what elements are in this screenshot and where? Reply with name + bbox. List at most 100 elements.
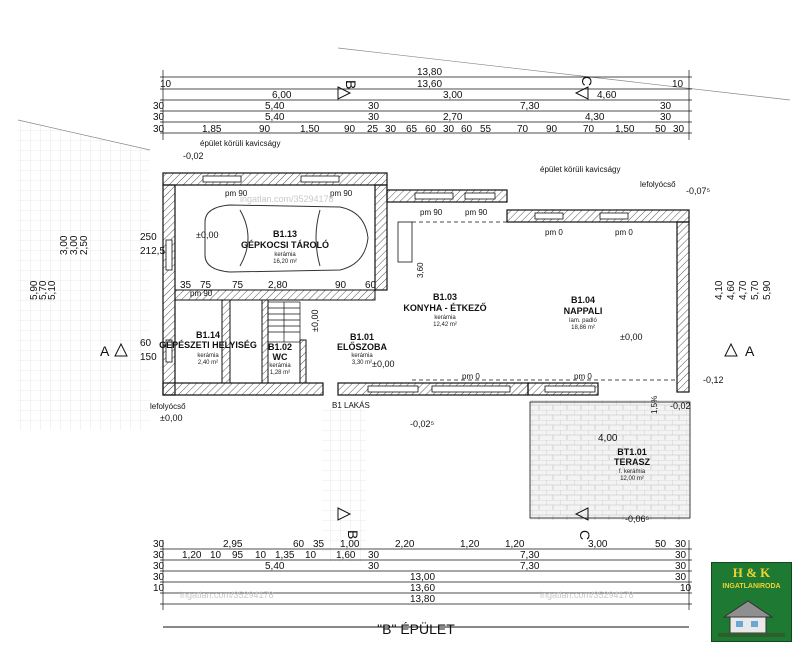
svg-text:±0,00: ±0,00 [196,230,218,240]
svg-text:2,50: 2,50 [79,235,90,255]
left-dimension-texts: 5,90 5,70 5,10 3,00 3,00 2,50 250 212,5 … [29,232,165,363]
svg-text:A: A [100,343,110,359]
svg-text:2,95: 2,95 [223,539,243,550]
footer-title: "B" ÉPÜLET [163,620,689,637]
svg-text:4,70: 4,70 [738,280,749,300]
svg-text:2,80: 2,80 [268,280,288,291]
svg-text:50: 50 [655,539,667,550]
svg-text:30: 30 [153,539,165,550]
svg-text:KONYHA - ÉTKEZŐ: KONYHA - ÉTKEZŐ [403,302,486,313]
svg-text:3,30 m²: 3,30 m² [352,360,372,366]
windows [165,175,629,393]
svg-text:ELŐSZOBA: ELŐSZOBA [337,341,388,352]
svg-text:30: 30 [153,572,165,583]
bottom-dimension-texts: 30 2,95 60 35 1,00 2,20 1,20 1,20 3,00 5… [153,539,692,605]
svg-text:4,60: 4,60 [597,90,617,101]
svg-text:2,20: 2,20 [395,539,415,550]
svg-text:150: 150 [140,352,157,363]
svg-text:B1.13: B1.13 [273,229,297,239]
svg-text:75: 75 [232,280,244,291]
svg-text:kerámia: kerámia [197,353,219,359]
svg-text:A: A [745,343,755,359]
room-kitchen: B1.03 KONYHA - ÉTKEZŐ kerámia 12,42 m² [403,292,486,328]
svg-text:f. kerámia: f. kerámia [619,469,646,475]
svg-text:±0,00: ±0,00 [372,359,394,369]
svg-text:1,60: 1,60 [336,550,356,561]
car-symbol [204,204,369,273]
svg-text:pm 90: pm 90 [330,189,353,198]
svg-text:1,28 m²: 1,28 m² [270,370,290,376]
svg-text:B1.03: B1.03 [433,292,457,302]
svg-text:2,70: 2,70 [443,112,463,123]
top-dimension-chains [160,70,692,140]
svg-text:60: 60 [140,338,152,349]
svg-text:25: 25 [367,124,379,135]
house-icon [718,600,785,637]
inner-dims: 35 75 2,80 90 60 75 4,00 [180,280,618,444]
svg-text:30: 30 [660,101,672,112]
svg-text:B1 LAKÁS: B1 LAKÁS [332,401,370,410]
svg-text:kerámia: kerámia [434,315,456,321]
svg-text:30: 30 [368,112,380,123]
svg-text:10: 10 [680,583,692,594]
svg-text:3,60: 3,60 [416,262,425,278]
svg-text:lefolyócső: lefolyócső [640,180,676,189]
level-marks: ±0,00 ±0,00 ±0,00 ±0,00 ±0,00 -0,02 -0,0… [160,151,724,524]
svg-text:4,10: 4,10 [714,280,725,300]
svg-text:35: 35 [313,539,325,550]
svg-text:1,35: 1,35 [275,550,295,561]
svg-text:60: 60 [425,124,437,135]
svg-text:"B" ÉPÜLET: "B" ÉPÜLET [377,620,455,637]
svg-text:60: 60 [461,124,473,135]
svg-text:NAPPALI: NAPPALI [564,306,603,316]
svg-text:pm 90: pm 90 [465,208,488,217]
svg-text:16,20 m²: 16,20 m² [273,259,297,265]
svg-text:-0,02: -0,02 [670,401,691,411]
svg-text:30: 30 [385,124,397,135]
svg-text:60: 60 [293,539,305,550]
svg-text:1,20: 1,20 [460,539,480,550]
svg-text:35: 35 [180,280,192,291]
svg-text:75: 75 [200,280,212,291]
svg-text:kerámia: kerámia [351,353,373,359]
svg-text:C: C [577,530,593,540]
svg-text:90: 90 [335,280,347,291]
svg-text:3,00: 3,00 [588,539,608,550]
svg-text:3,00: 3,00 [443,90,463,101]
svg-text:5,40: 5,40 [265,561,285,572]
svg-text:B: B [343,80,359,89]
svg-text:3,00: 3,00 [69,235,80,255]
svg-text:pm 0: pm 0 [545,228,563,237]
svg-text:30: 30 [673,124,685,135]
svg-text:4,30: 4,30 [585,112,605,123]
svg-text:30: 30 [368,101,380,112]
svg-text:90: 90 [344,124,356,135]
room-garage: B1.13 GÉPKOCSI TÁROLÓ kerámia 16,20 m² [241,229,329,265]
svg-text:5,70: 5,70 [750,280,761,300]
svg-text:30: 30 [675,539,687,550]
svg-text:pm 90: pm 90 [420,208,443,217]
svg-text:±0,00: ±0,00 [310,310,320,332]
svg-text:±0,00: ±0,00 [620,332,642,342]
right-dimension-texts: 5,90 5,70 4,70 4,60 4,10 [714,280,773,300]
svg-text:B1.04: B1.04 [571,295,595,305]
svg-text:30: 30 [368,550,380,561]
svg-text:5,70: 5,70 [38,280,49,300]
svg-text:5,40: 5,40 [265,101,285,112]
svg-text:13,80: 13,80 [417,67,442,78]
svg-text:B1.01: B1.01 [350,332,374,342]
watermarks: ingatlan.com/35294178 ingatlan.com/35294… [180,194,634,600]
room-living: B1.04 NAPPALI lam. padló 18,86 m² [564,295,603,331]
svg-text:kerámia: kerámia [274,252,296,258]
svg-text:1,5%: 1,5% [650,396,659,414]
svg-text:-0,07⁵: -0,07⁵ [686,186,711,196]
company-logo: H & K INGATLANIRODA [711,562,792,642]
svg-text:60: 60 [365,280,377,291]
svg-text:10: 10 [255,550,267,561]
svg-text:212,5: 212,5 [140,246,165,257]
svg-text:13,00: 13,00 [410,572,435,583]
svg-text:ingatlan.com/35294178: ingatlan.com/35294178 [180,590,274,600]
svg-text:3,00: 3,00 [59,235,70,255]
svg-text:épület körüli kavicságy: épület körüli kavicságy [200,139,280,148]
svg-text:12,42 m²: 12,42 m² [433,322,457,328]
